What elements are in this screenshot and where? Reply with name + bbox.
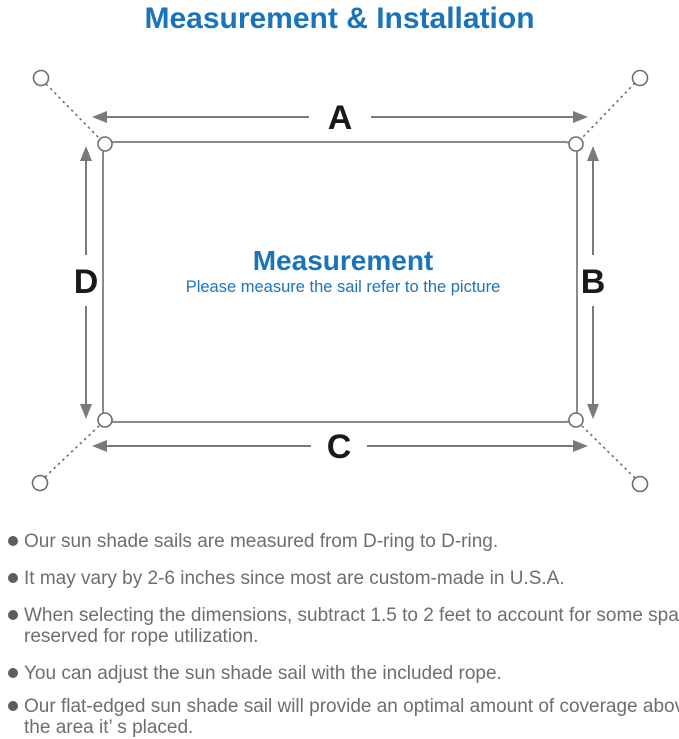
sail-outline bbox=[102, 141, 578, 423]
arrow-up-icon bbox=[587, 146, 599, 161]
note-item: When selecting the dimensions, subtract … bbox=[8, 605, 679, 647]
d-ring-top-right-icon bbox=[568, 136, 584, 152]
dimension-label-d: D bbox=[74, 263, 99, 301]
note-item: It may vary by 2-6 inches since most are… bbox=[8, 568, 676, 589]
bullet-dot-icon bbox=[8, 668, 18, 678]
anchor-ring-bottom-left-icon bbox=[31, 474, 49, 492]
note-text: the area it’ s placed. bbox=[24, 717, 194, 738]
dimension-label-c: C bbox=[327, 428, 352, 466]
anchor-ring-top-right-icon bbox=[631, 69, 649, 87]
note-text: Our sun shade sails are measured from D-… bbox=[24, 531, 499, 552]
center-heading: Measurement bbox=[253, 245, 434, 276]
page-title: Measurement & Installation bbox=[144, 2, 535, 35]
note-text: reserved for rope utilization. bbox=[24, 626, 259, 647]
dimension-b: B bbox=[581, 146, 606, 419]
rope-line-bottom-left bbox=[44, 424, 101, 478]
measurement-diagram: A C D B Measurement Please meas bbox=[31, 69, 649, 493]
note-text: When selecting the dimensions, subtract … bbox=[24, 605, 679, 626]
notes-list: Our sun shade sails are measured from D-… bbox=[8, 531, 679, 739]
dimension-label-b: B bbox=[581, 263, 606, 301]
rope-line-top-right bbox=[580, 82, 636, 140]
arrow-left-icon bbox=[92, 111, 107, 123]
note-text: Our flat-edged sun shade sail will provi… bbox=[24, 696, 679, 717]
rope-line-top-left bbox=[45, 83, 101, 140]
arrow-right-icon bbox=[573, 111, 588, 123]
arrow-left-icon bbox=[92, 440, 107, 452]
dimension-a: A bbox=[92, 99, 588, 137]
dimension-label-a: A bbox=[328, 99, 353, 137]
note-item: Our sun shade sails are measured from D-… bbox=[8, 531, 676, 552]
note-text: It may vary by 2-6 inches since most are… bbox=[24, 568, 565, 589]
arrow-up-icon bbox=[80, 146, 92, 161]
anchor-ring-bottom-right-icon bbox=[631, 475, 649, 493]
note-text: You can adjust the sun shade sail with t… bbox=[24, 663, 502, 684]
d-ring-top-left-icon bbox=[97, 136, 113, 152]
bullet-dot-icon bbox=[8, 573, 18, 583]
anchor-ring-top-left-icon bbox=[32, 69, 50, 87]
d-ring-bottom-right-icon bbox=[568, 412, 584, 428]
bullet-dot-icon bbox=[8, 701, 18, 711]
note-item: Our flat-edged sun shade sail will provi… bbox=[8, 696, 679, 738]
bullet-dot-icon bbox=[8, 610, 18, 620]
dimension-d: D bbox=[74, 146, 99, 419]
rope-line-bottom-right bbox=[580, 424, 636, 479]
arrow-down-icon bbox=[587, 404, 599, 419]
d-ring-bottom-left-icon bbox=[97, 412, 113, 428]
dimension-c: C bbox=[92, 428, 588, 466]
note-item: You can adjust the sun shade sail with t… bbox=[8, 663, 676, 684]
arrow-right-icon bbox=[573, 440, 588, 452]
arrow-down-icon bbox=[80, 404, 92, 419]
center-caption: Please measure the sail refer to the pic… bbox=[186, 278, 501, 296]
bullet-dot-icon bbox=[8, 536, 18, 546]
